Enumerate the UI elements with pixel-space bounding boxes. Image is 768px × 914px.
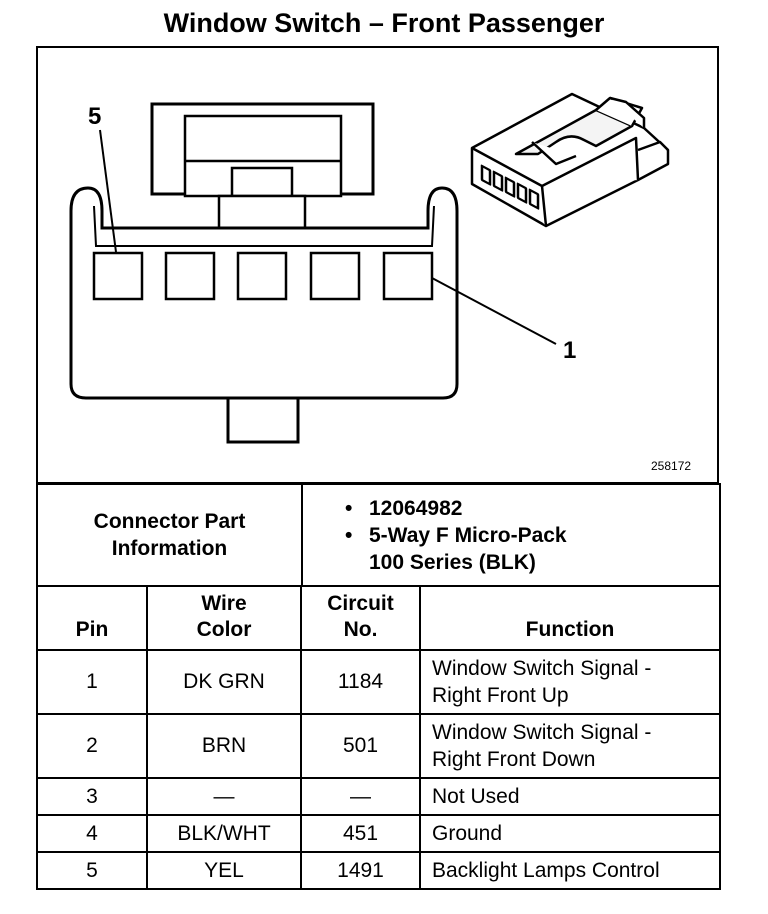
table-row: 2 BRN 501 Window Switch Signal -Right Fr… xyxy=(36,713,721,779)
cell-circuit: 1184 xyxy=(300,649,421,715)
cell-function: Window Switch Signal -Right Front Down xyxy=(419,713,721,779)
table-row: 3 — — Not Used xyxy=(36,777,721,816)
connector-part-label: Connector Part Information xyxy=(36,483,303,587)
cell-wire-color: DK GRN xyxy=(146,649,302,715)
table-row: 5 YEL 1491 Backlight Lamps Control xyxy=(36,851,721,890)
callout-5: 5 xyxy=(88,103,101,130)
header-pin: Pin xyxy=(36,585,148,651)
cell-pin: 5 xyxy=(36,851,148,890)
connector-isometric-view xyxy=(470,92,670,228)
cell-circuit: 1491 xyxy=(300,851,421,890)
leader-line-pin1 xyxy=(431,277,557,345)
cell-function: Not Used xyxy=(419,777,721,816)
callout-1: 1 xyxy=(563,337,576,364)
cell-circuit: 501 xyxy=(300,713,421,779)
table-row: 1 DK GRN 1184 Window Switch Signal -Righ… xyxy=(36,649,721,715)
cell-function: Ground xyxy=(419,814,721,853)
cell-wire-color: — xyxy=(146,777,302,816)
cell-pin: 3 xyxy=(36,777,148,816)
leader-line-pin5 xyxy=(99,129,117,253)
cell-pin: 4 xyxy=(36,814,148,853)
pin-cavity-2 xyxy=(309,251,361,301)
cell-circuit: — xyxy=(300,777,421,816)
cell-pin: 1 xyxy=(36,649,148,715)
cell-wire-color: YEL xyxy=(146,851,302,890)
cell-function: Window Switch Signal -Right Front Up xyxy=(419,649,721,715)
cell-wire-color: BLK/WHT xyxy=(146,814,302,853)
connector-latch xyxy=(150,102,375,232)
connector-series: 100 Series (BLK) xyxy=(369,550,536,574)
pin-cavity-1 xyxy=(382,251,434,301)
connector-info-table: Connector Part Information •12064982 •5-… xyxy=(36,483,721,587)
pin-cavities xyxy=(92,251,434,301)
figure-number: 258172 xyxy=(651,459,692,473)
header-function: Function xyxy=(419,585,721,651)
pin-cavity-5 xyxy=(92,251,144,301)
page-title: Window Switch – Front Passenger xyxy=(163,8,605,38)
connector-tab xyxy=(226,396,300,444)
cell-function: Backlight Lamps Control xyxy=(419,851,721,890)
pin-cavity-3 xyxy=(236,251,288,301)
connector-diagram: 5 1 xyxy=(69,92,670,444)
cell-circuit: 451 xyxy=(300,814,421,853)
diagram-frame xyxy=(36,46,719,484)
pin-cavity-4 xyxy=(164,251,216,301)
part-number: 12064982 xyxy=(369,496,463,520)
connector-part-details: •12064982 •5-Way F Micro-Pack 100 Series… xyxy=(301,483,721,587)
cell-pin: 2 xyxy=(36,713,148,779)
connector-description: 5-Way F Micro-Pack xyxy=(369,523,567,547)
table-row: 4 BLK/WHT 451 Ground xyxy=(36,814,721,853)
cell-wire-color: BRN xyxy=(146,713,302,779)
